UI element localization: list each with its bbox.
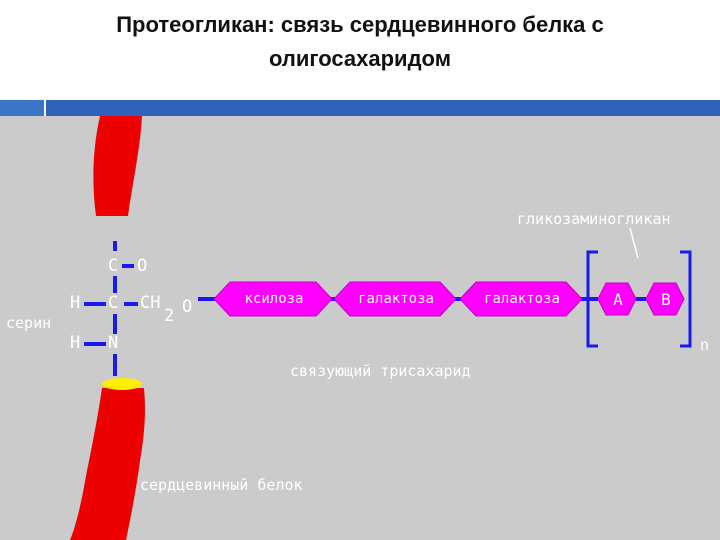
bracket-left bbox=[586, 250, 598, 348]
bond-c-o-top bbox=[122, 264, 134, 268]
bond-c-ch bbox=[124, 302, 138, 306]
atom-h-bottom: H bbox=[70, 333, 81, 353]
sugar-unit-a bbox=[597, 282, 637, 316]
atom-c-top: C bbox=[108, 256, 119, 276]
gag-pointer-line bbox=[629, 227, 639, 259]
sugar-label-b: B bbox=[661, 290, 671, 309]
diagram-graphics bbox=[70, 116, 692, 540]
gag-label: гликозаминогликан bbox=[517, 210, 671, 228]
sugar-galactose-2 bbox=[459, 281, 583, 317]
core-protein-label: сердцевинный белок bbox=[140, 476, 303, 494]
atom-n: N bbox=[108, 333, 119, 353]
header-bar bbox=[46, 100, 720, 116]
bond-a-b bbox=[636, 297, 646, 301]
bond-h-n bbox=[84, 342, 106, 346]
atom-c-center: C bbox=[108, 293, 119, 313]
bond-galactose-galactose bbox=[452, 297, 466, 301]
title-line-2: олигосахаридом bbox=[269, 46, 451, 71]
header-bar-divider bbox=[44, 98, 46, 118]
repeat-disaccharide bbox=[597, 282, 685, 316]
diagram-area: C O H C CH 2 O H N серин гликозаминоглик… bbox=[0, 116, 720, 540]
bond-o-xylose bbox=[198, 297, 228, 301]
bracket-right bbox=[680, 250, 692, 348]
atom-h-left: H bbox=[70, 293, 81, 313]
bond-n-protein bbox=[113, 354, 117, 376]
atom-ch: CH bbox=[140, 293, 161, 313]
bond-c-n bbox=[113, 314, 117, 334]
atom-subscript: 2 bbox=[164, 306, 175, 326]
repeat-n-label: n bbox=[700, 336, 710, 354]
atom-o-top: O bbox=[137, 256, 148, 276]
core-protein-lower bbox=[70, 388, 145, 540]
sugar-galactose-1 bbox=[333, 281, 457, 317]
page-title: Протеогликан: связь сердцевинного белка … bbox=[0, 8, 720, 76]
sugar-label-xylose: ксилоза bbox=[244, 291, 304, 307]
sugar-unit-b bbox=[645, 282, 685, 316]
repeat-bracket bbox=[586, 250, 692, 348]
core-protein-upper bbox=[93, 116, 142, 216]
title-line-1: Протеогликан: связь сердцевинного белка … bbox=[116, 12, 604, 37]
bond-chain-top bbox=[113, 241, 117, 251]
sugar-label-galactose-2: галактоза bbox=[484, 291, 560, 307]
bond-h-c bbox=[84, 302, 106, 306]
header-bar-left bbox=[0, 100, 44, 116]
protein-end-cap bbox=[102, 378, 142, 390]
sugar-xylose bbox=[213, 281, 333, 317]
bond-c-c bbox=[113, 276, 117, 293]
linker-trisaccharide bbox=[213, 281, 583, 317]
linker-label: связующий трисахарид bbox=[290, 362, 471, 380]
atom-o-link: O bbox=[182, 297, 193, 317]
sugar-label-a: A bbox=[613, 290, 623, 309]
sugar-label-galactose-1: галактоза bbox=[358, 291, 434, 307]
serine-label: серин bbox=[6, 314, 52, 332]
